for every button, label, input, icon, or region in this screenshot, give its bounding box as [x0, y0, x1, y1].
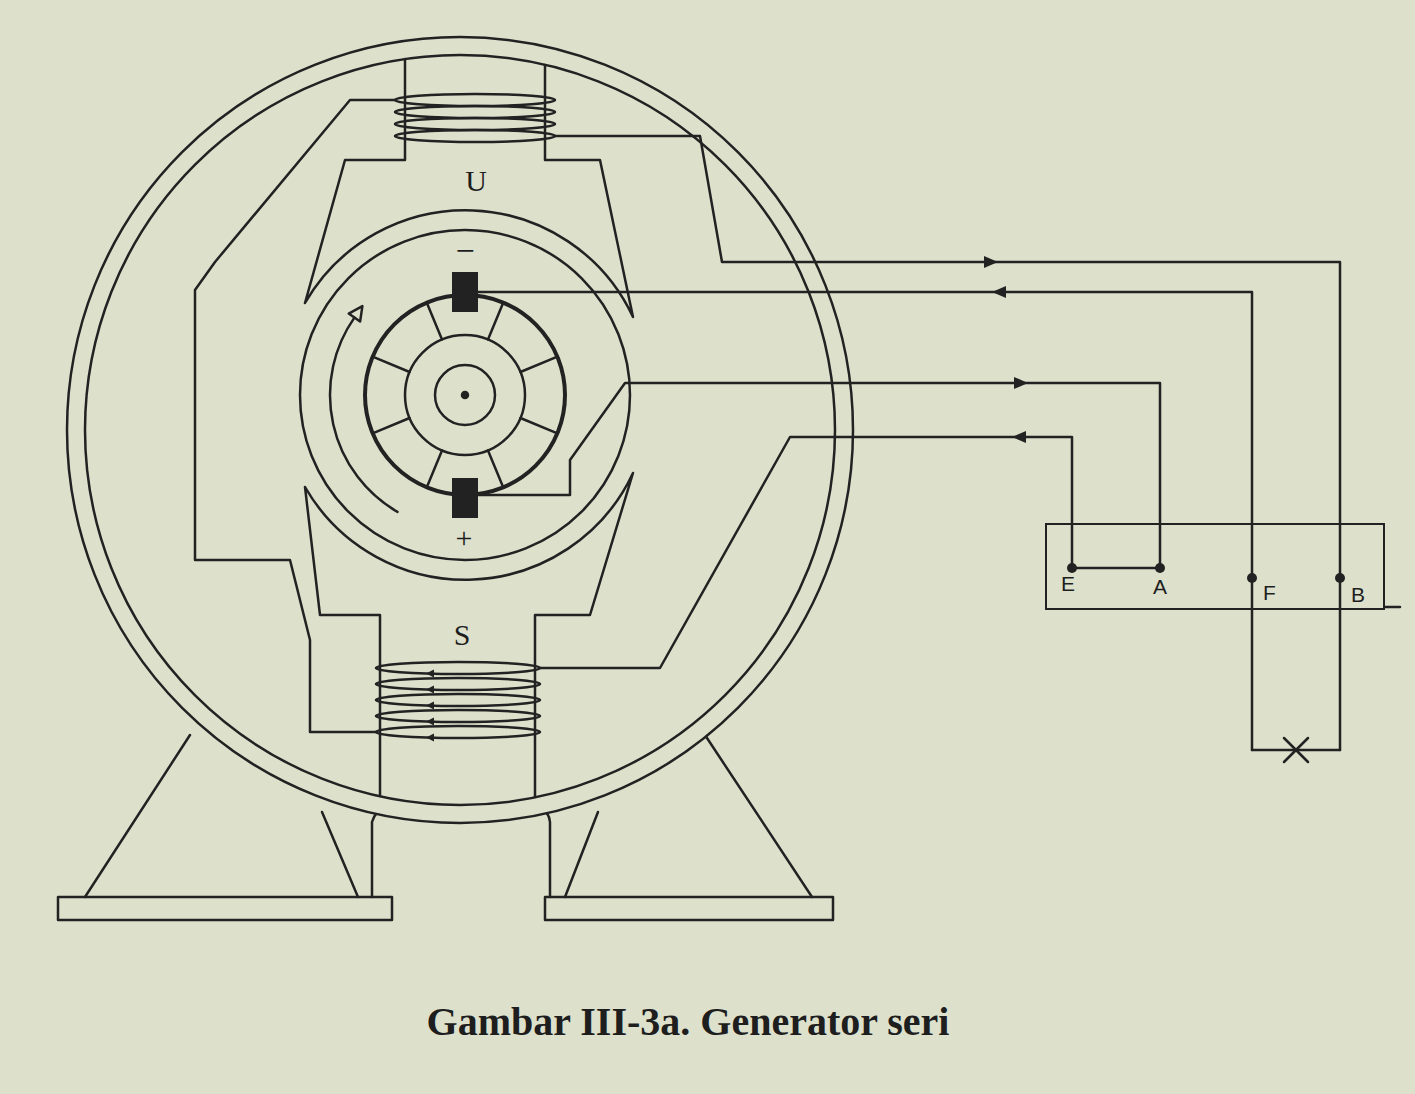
foot-leg — [322, 812, 358, 897]
current-arrow — [992, 286, 1006, 298]
field-wire — [555, 136, 1340, 750]
polarity-sign: + — [456, 523, 473, 553]
field-coil — [395, 106, 555, 118]
pole-label: S — [454, 620, 471, 650]
terminal-letter: A — [1153, 576, 1167, 598]
field-coil — [376, 694, 540, 706]
terminal-letter: B — [1351, 584, 1365, 606]
terminal-dot — [1067, 563, 1077, 573]
field-coil — [376, 678, 540, 690]
field-coil — [376, 726, 540, 738]
frame-ring — [85, 55, 835, 805]
terminal-dot — [1155, 563, 1165, 573]
terminal-dot — [1335, 573, 1345, 583]
load-symbol — [1284, 738, 1308, 762]
field-coil — [376, 710, 540, 722]
terminal-letter: F — [1263, 582, 1276, 604]
shaft-centre — [462, 392, 468, 398]
commutator — [405, 335, 525, 455]
rotation-arrow — [330, 318, 397, 512]
field-coil — [395, 130, 555, 142]
air-gap-circle — [300, 230, 630, 560]
field-wire — [195, 100, 395, 732]
figure-caption: Gambar III-3a. Generator seri — [427, 1002, 950, 1042]
coil-arrow — [426, 734, 434, 742]
coil-arrow — [426, 670, 434, 678]
brush — [452, 478, 478, 518]
commutator-segments — [373, 303, 558, 488]
foot-leg — [85, 735, 190, 897]
coil-arrow — [426, 718, 434, 726]
field-wire — [540, 437, 1072, 668]
coil-arrow — [426, 702, 434, 710]
current-arrow — [984, 256, 998, 268]
foot-base — [58, 897, 392, 920]
foot-base — [545, 897, 833, 920]
foot-leg — [705, 735, 812, 897]
field-coil — [376, 662, 540, 674]
shaft — [435, 365, 495, 425]
polarity-sign: − — [455, 234, 474, 268]
armature — [365, 295, 565, 495]
brush-wire — [478, 292, 1252, 750]
terminal-strip-edge — [1385, 606, 1400, 609]
foot-leg — [565, 812, 598, 897]
pole-label: U — [465, 166, 487, 196]
brush — [452, 272, 478, 312]
field-coil — [395, 118, 555, 130]
brush-wire — [478, 383, 1160, 568]
current-arrow — [1014, 377, 1028, 389]
terminal-letter: E — [1061, 573, 1075, 595]
terminal-dot — [1247, 573, 1257, 583]
terminal-jumper — [1072, 567, 1160, 570]
pole-south — [305, 473, 633, 797]
field-coil — [395, 94, 555, 106]
pole-north — [305, 59, 633, 317]
frame-ring — [67, 37, 853, 823]
rotation-arrowhead — [349, 306, 363, 322]
coil-arrow — [426, 686, 434, 694]
terminal-strip: EAFB — [1045, 523, 1385, 610]
current-arrow — [1012, 431, 1026, 443]
